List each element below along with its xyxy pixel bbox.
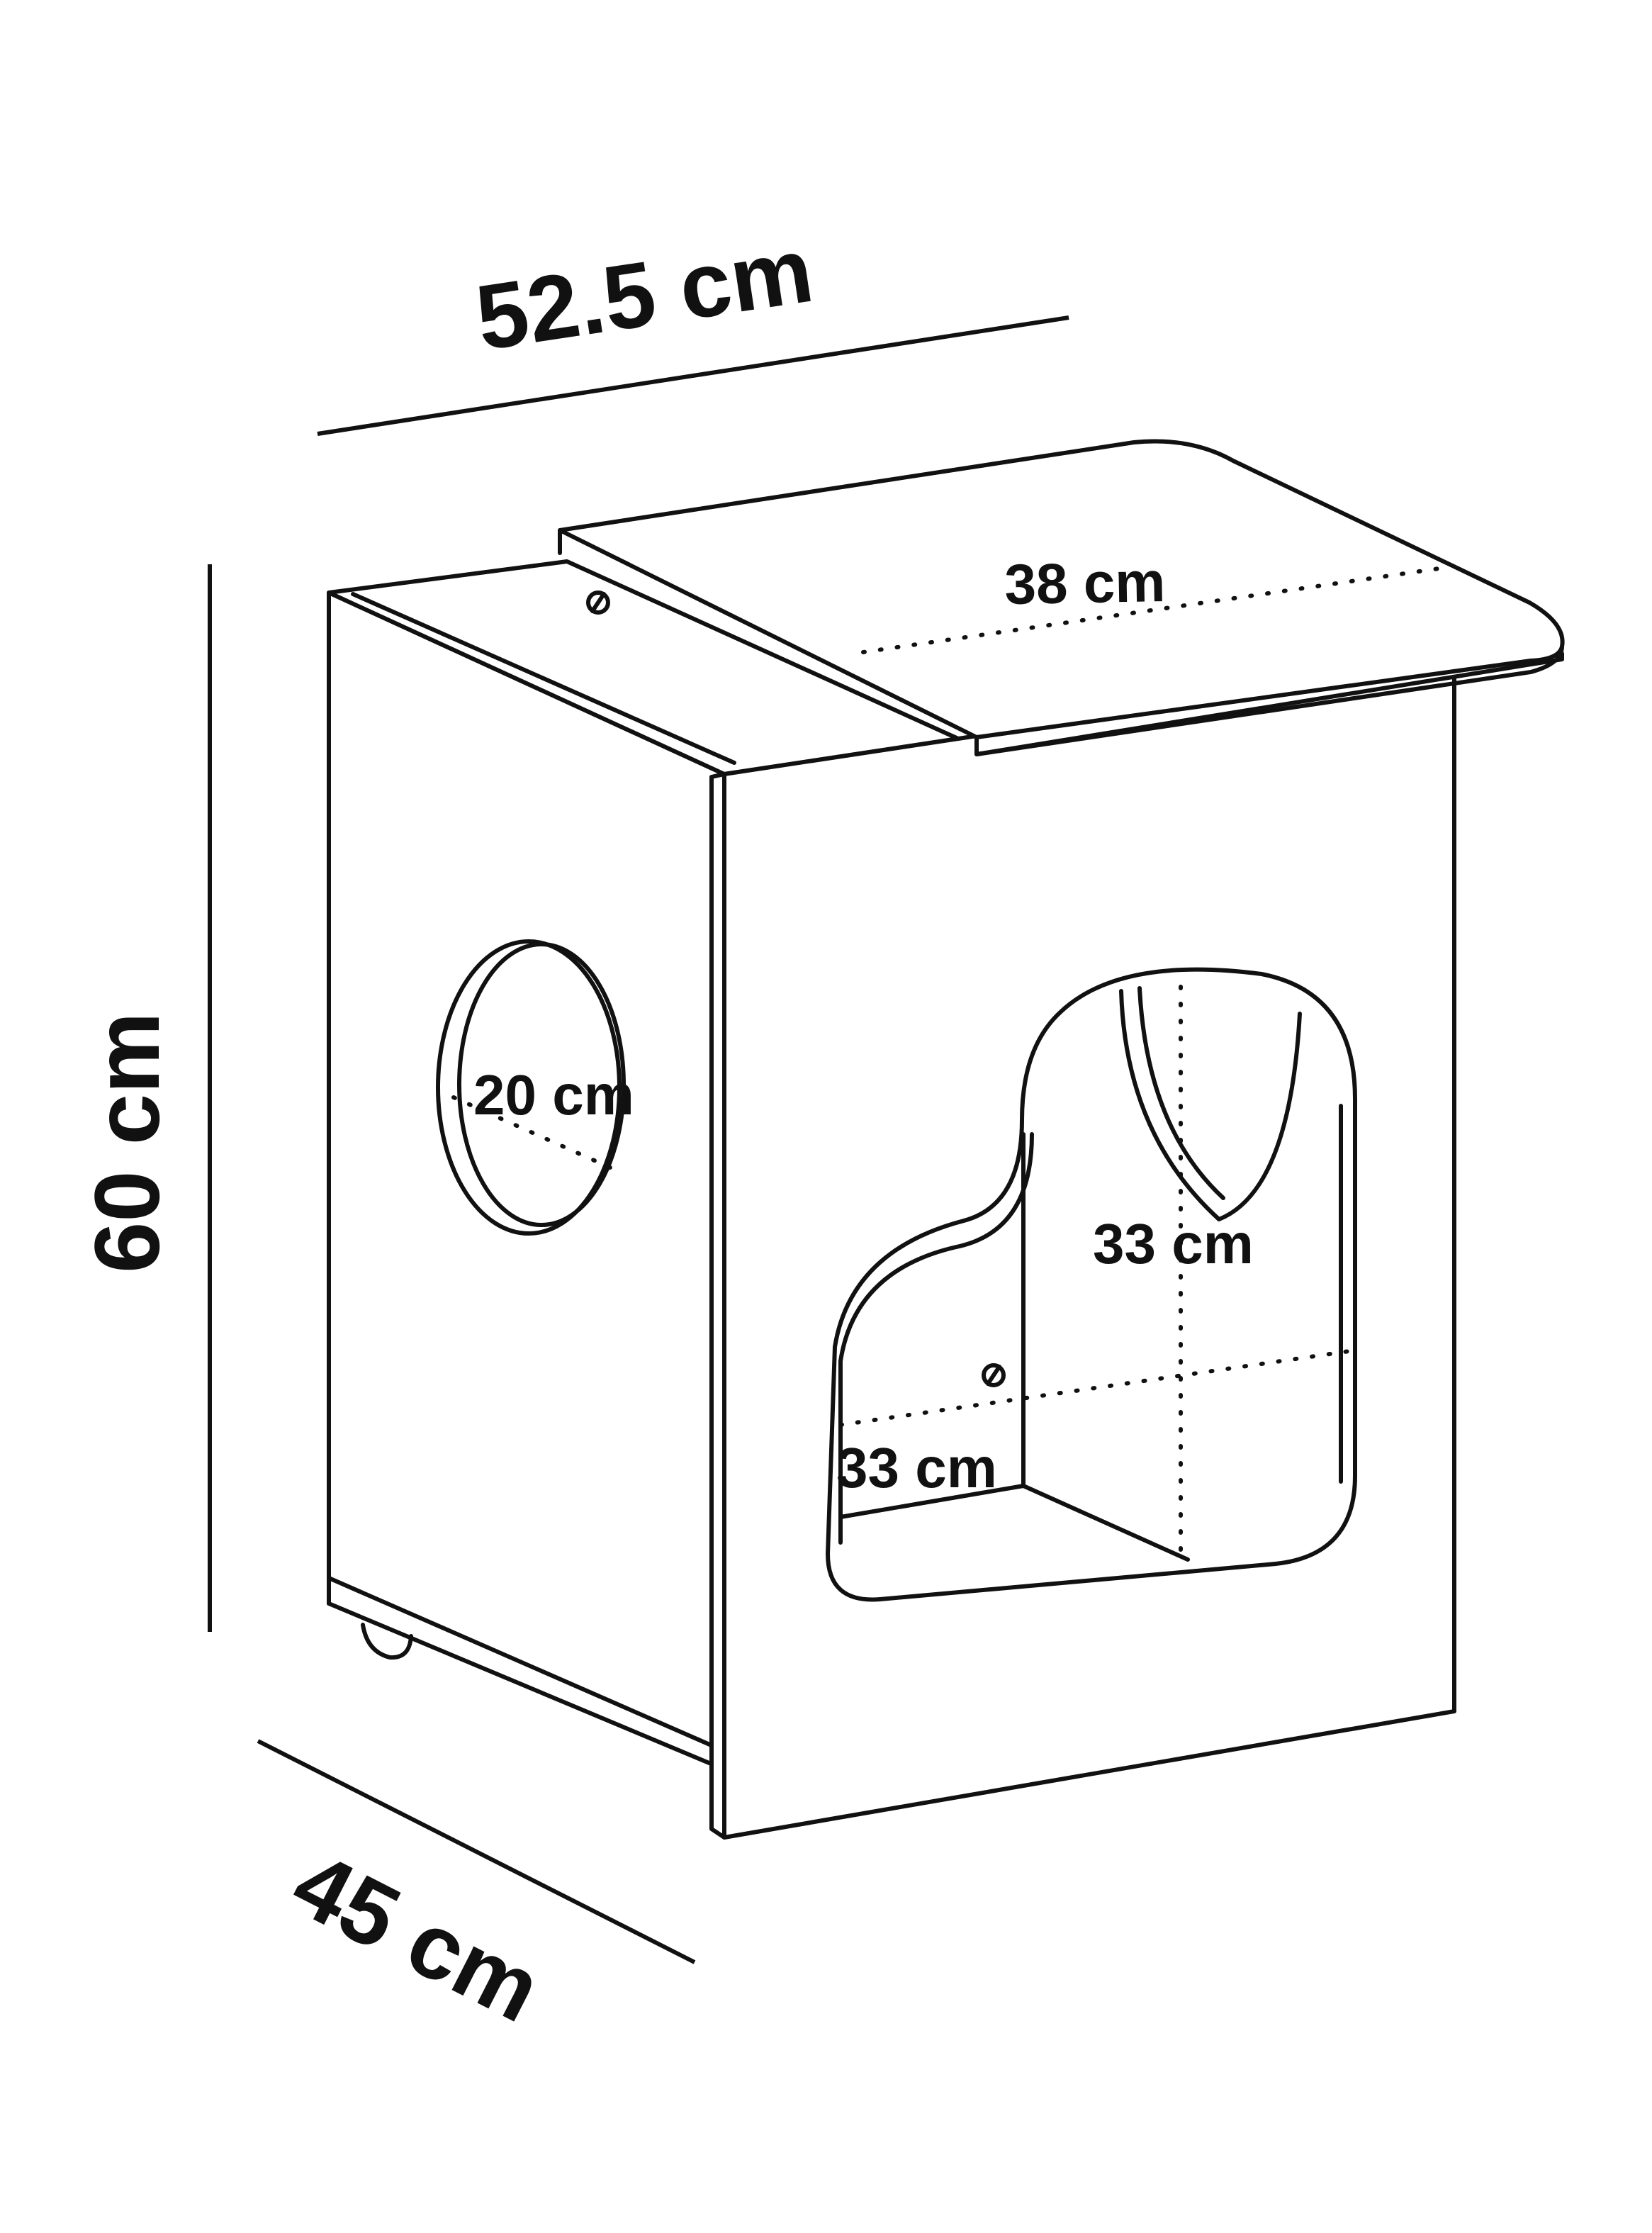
- top-shelf-front-edge: [974, 644, 1564, 756]
- side-bottom-inner-line: [327, 1601, 726, 1772]
- screw-top: [586, 591, 610, 615]
- depth-label: 45 cm: [277, 1831, 557, 2042]
- top-shelf-dotted-line: [861, 565, 1451, 654]
- top-shelf-label: 38 cm: [1004, 550, 1166, 616]
- height-label: 60 cm: [75, 1012, 179, 1273]
- side-hole-label: 20 cm: [473, 1063, 634, 1126]
- rim-inner-line: [351, 592, 736, 765]
- side-round-hole-depth: [457, 942, 626, 1227]
- opening-width-dotted-line: [838, 1349, 1352, 1427]
- screw-inner: [982, 1363, 1006, 1387]
- opening-height-label: 33 cm: [1093, 1212, 1254, 1275]
- side-round-hole: [436, 939, 622, 1236]
- opening-width-label: 33 cm: [836, 1436, 997, 1499]
- front-panel: [722, 661, 1456, 1840]
- width-dimension-line: [317, 315, 1069, 436]
- front-panel-edge: [709, 772, 726, 1840]
- inner-floor-edge: [1021, 1484, 1190, 1562]
- screw-top-slot: [590, 592, 606, 613]
- foot: [361, 1623, 413, 1660]
- width-label: 52.5 cm: [470, 218, 819, 370]
- depth-dimension-line: [257, 1739, 696, 1964]
- screw-inner-slot: [986, 1365, 1001, 1386]
- inner-floor-front-edge: [838, 1484, 1026, 1519]
- side-panel: [327, 591, 726, 1753]
- top-shelf: [558, 439, 1565, 739]
- inner-arch: [1119, 989, 1302, 1221]
- front-opening: [826, 967, 1357, 1602]
- inner-arch-depth: [1137, 986, 1225, 1200]
